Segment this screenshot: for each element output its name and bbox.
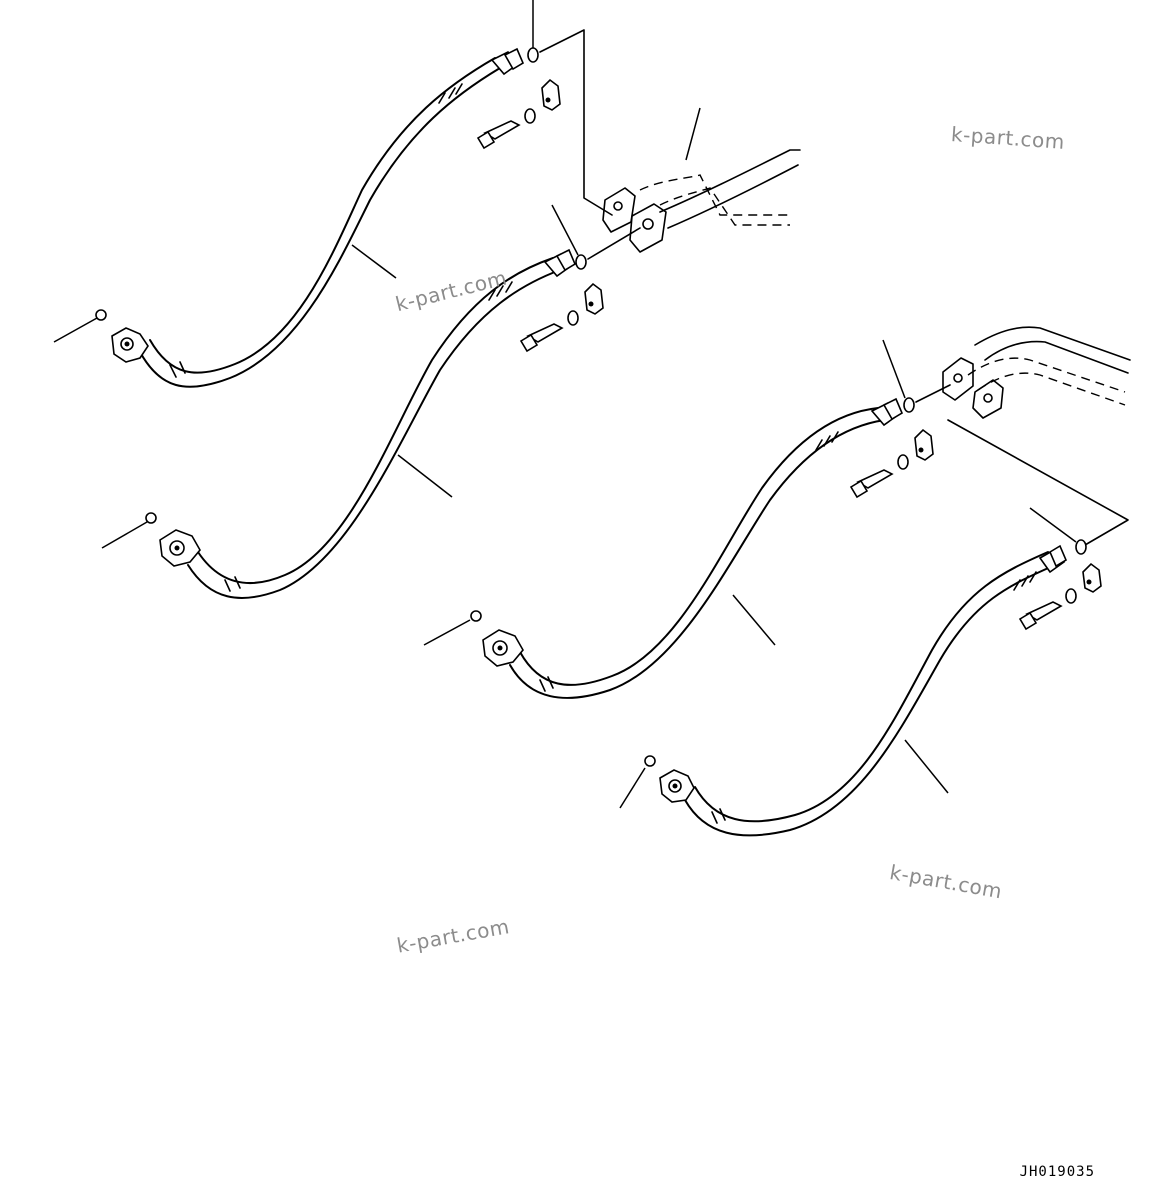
split-flange-3 xyxy=(914,428,934,461)
o-ring-4 xyxy=(1075,539,1087,555)
hose-4-flange-end xyxy=(659,769,695,803)
figure-id: JH019035 xyxy=(1019,1164,1095,1180)
hose-2-flange-end xyxy=(159,529,201,567)
hose-1-flange-end xyxy=(111,327,149,363)
hose-3-flange-end xyxy=(482,629,524,667)
fastener-set-3 xyxy=(849,339,951,499)
split-flange-1 xyxy=(541,78,561,111)
hose-4 xyxy=(619,544,1068,837)
o-ring-1 xyxy=(527,47,539,63)
hose-3-ref-leader xyxy=(423,619,471,646)
hose-3 xyxy=(423,397,904,699)
hose-1-fitting-end xyxy=(490,47,525,76)
split-flange-4 xyxy=(1082,562,1102,593)
fastener-set-1 xyxy=(476,0,613,216)
hose-1 xyxy=(53,47,525,388)
o-ring-3 xyxy=(903,397,915,413)
hose-4-leader xyxy=(904,739,949,794)
hose-3-fitting-end xyxy=(870,397,904,427)
hose-3-leader xyxy=(732,594,776,646)
hose-2-ref-leader xyxy=(101,521,148,549)
hose-1-ref-dot xyxy=(95,309,107,321)
hose-4-ref-dot xyxy=(644,755,656,767)
pipe-assembly-lower xyxy=(942,326,1131,546)
hose-2-leader xyxy=(397,454,453,498)
washer-2 xyxy=(567,310,579,326)
washer-1 xyxy=(524,108,536,124)
hose-2-fitting-end xyxy=(543,248,577,278)
hose-2-ref-dot xyxy=(145,512,157,524)
hose-4-ref-leader xyxy=(619,767,646,809)
hose-4-fitting-end xyxy=(1038,544,1068,574)
fastener-set-4 xyxy=(1018,507,1102,631)
washer-4 xyxy=(1065,588,1077,604)
split-flange-2 xyxy=(584,282,604,315)
hose-1-ref-leader xyxy=(53,317,98,343)
o-ring-2 xyxy=(575,254,587,270)
washer-3 xyxy=(897,454,909,470)
hose-3-ref-dot xyxy=(470,610,482,622)
hose-2 xyxy=(101,248,577,599)
hose-1-leader xyxy=(351,244,397,279)
pipe-assembly-upper xyxy=(602,107,801,253)
